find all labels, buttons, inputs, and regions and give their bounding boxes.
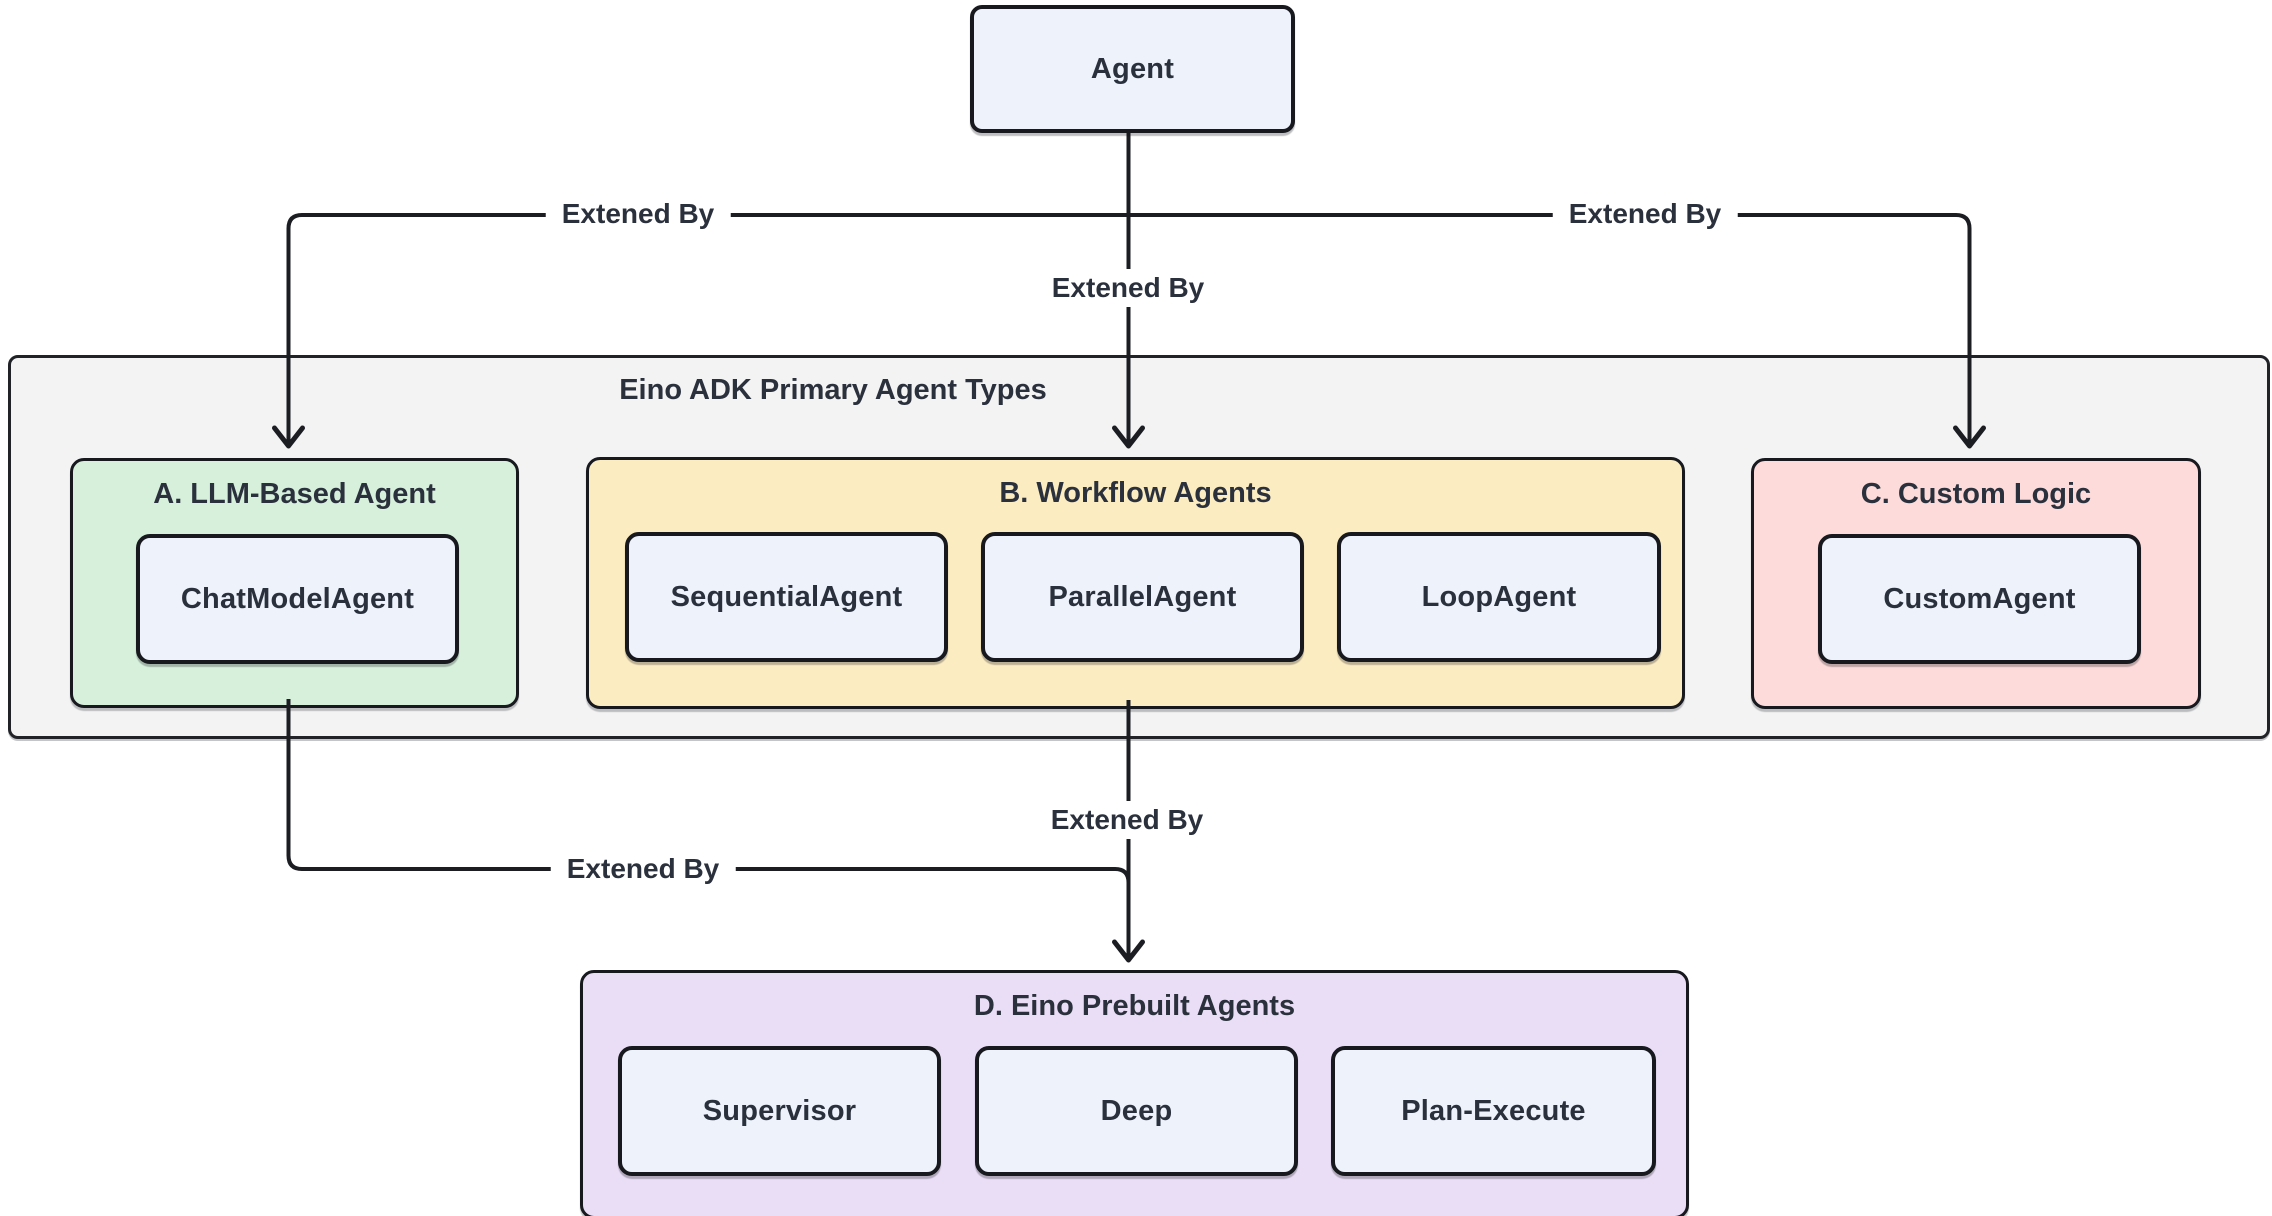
group-eino-prebuilt-agents-title: D. Eino Prebuilt Agents [973,990,1296,1022]
node-sequentialagent: SequentialAgent [625,532,948,662]
node-supervisor: Supervisor [618,1046,941,1176]
group-llm-based-agent-title: A. LLM-Based Agent [153,478,436,510]
node-parallelagent: ParallelAgent [981,532,1304,662]
group-workflow-agents: B. Workflow Agents SequentialAgent Paral… [586,457,1685,709]
edge-label-extened-by-bottom-left: Extened By [550,850,736,888]
group-custom-logic: C. Custom Logic CustomAgent [1751,458,2201,709]
group-eino-prebuilt-agents: D. Eino Prebuilt Agents Supervisor Deep … [580,970,1689,1216]
edge-label-extened-by-top-left: Extened By [545,195,731,233]
container-title: Eino ADK Primary Agent Types [619,374,1047,406]
node-deep: Deep [975,1046,1298,1176]
group-custom-logic-title: C. Custom Logic [1860,478,2092,510]
node-agent: Agent [970,5,1295,133]
node-customagent: CustomAgent [1818,534,2141,664]
node-plan-execute: Plan-Execute [1331,1046,1656,1176]
arrowhead-prebuilt [1112,939,1145,963]
edge-label-extened-by-bottom-center: Extened By [1034,801,1220,839]
node-chatmodelagent: ChatModelAgent [136,534,459,664]
node-loopagent: LoopAgent [1337,532,1661,662]
primary-agent-types-container: Eino ADK Primary Agent Types A. LLM-Base… [8,355,2270,739]
edge-label-extened-by-top-center: Extened By [1035,269,1221,307]
group-workflow-agents-title: B. Workflow Agents [999,477,1272,509]
group-llm-based-agent: A. LLM-Based Agent ChatModelAgent [70,458,519,708]
edge-label-extened-by-top-right: Extened By [1552,195,1738,233]
